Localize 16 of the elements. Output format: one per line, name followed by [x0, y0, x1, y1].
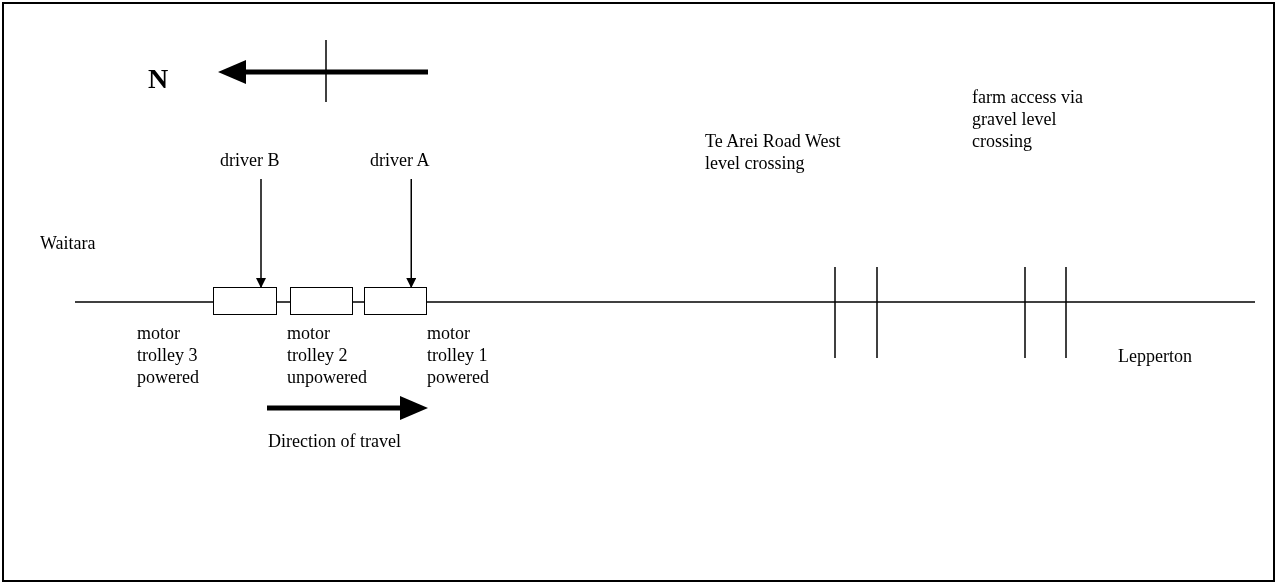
- crossing-label: Te Arei Road West level crossing: [705, 130, 842, 174]
- trolley-box: [290, 287, 353, 315]
- north-label: N: [148, 62, 169, 96]
- trolley-caption: motor trolley 1 powered: [427, 322, 490, 388]
- place-label: Lepperton: [1118, 345, 1192, 367]
- trolley-caption: motor trolley 3 powered: [137, 322, 200, 388]
- arrow: [406, 178, 417, 288]
- driver-label: driver A: [370, 149, 430, 171]
- crossing-label: farm access via gravel level crossing: [972, 86, 1084, 152]
- trolley-box: [364, 287, 427, 315]
- trolley-caption: motor trolley 2 unpowered: [287, 322, 368, 388]
- trolley-box: [213, 287, 277, 315]
- driver-label: driver B: [220, 149, 280, 171]
- direction-label: Direction of travel: [268, 430, 401, 452]
- place-label: Waitara: [40, 232, 96, 254]
- arrow: [256, 178, 266, 288]
